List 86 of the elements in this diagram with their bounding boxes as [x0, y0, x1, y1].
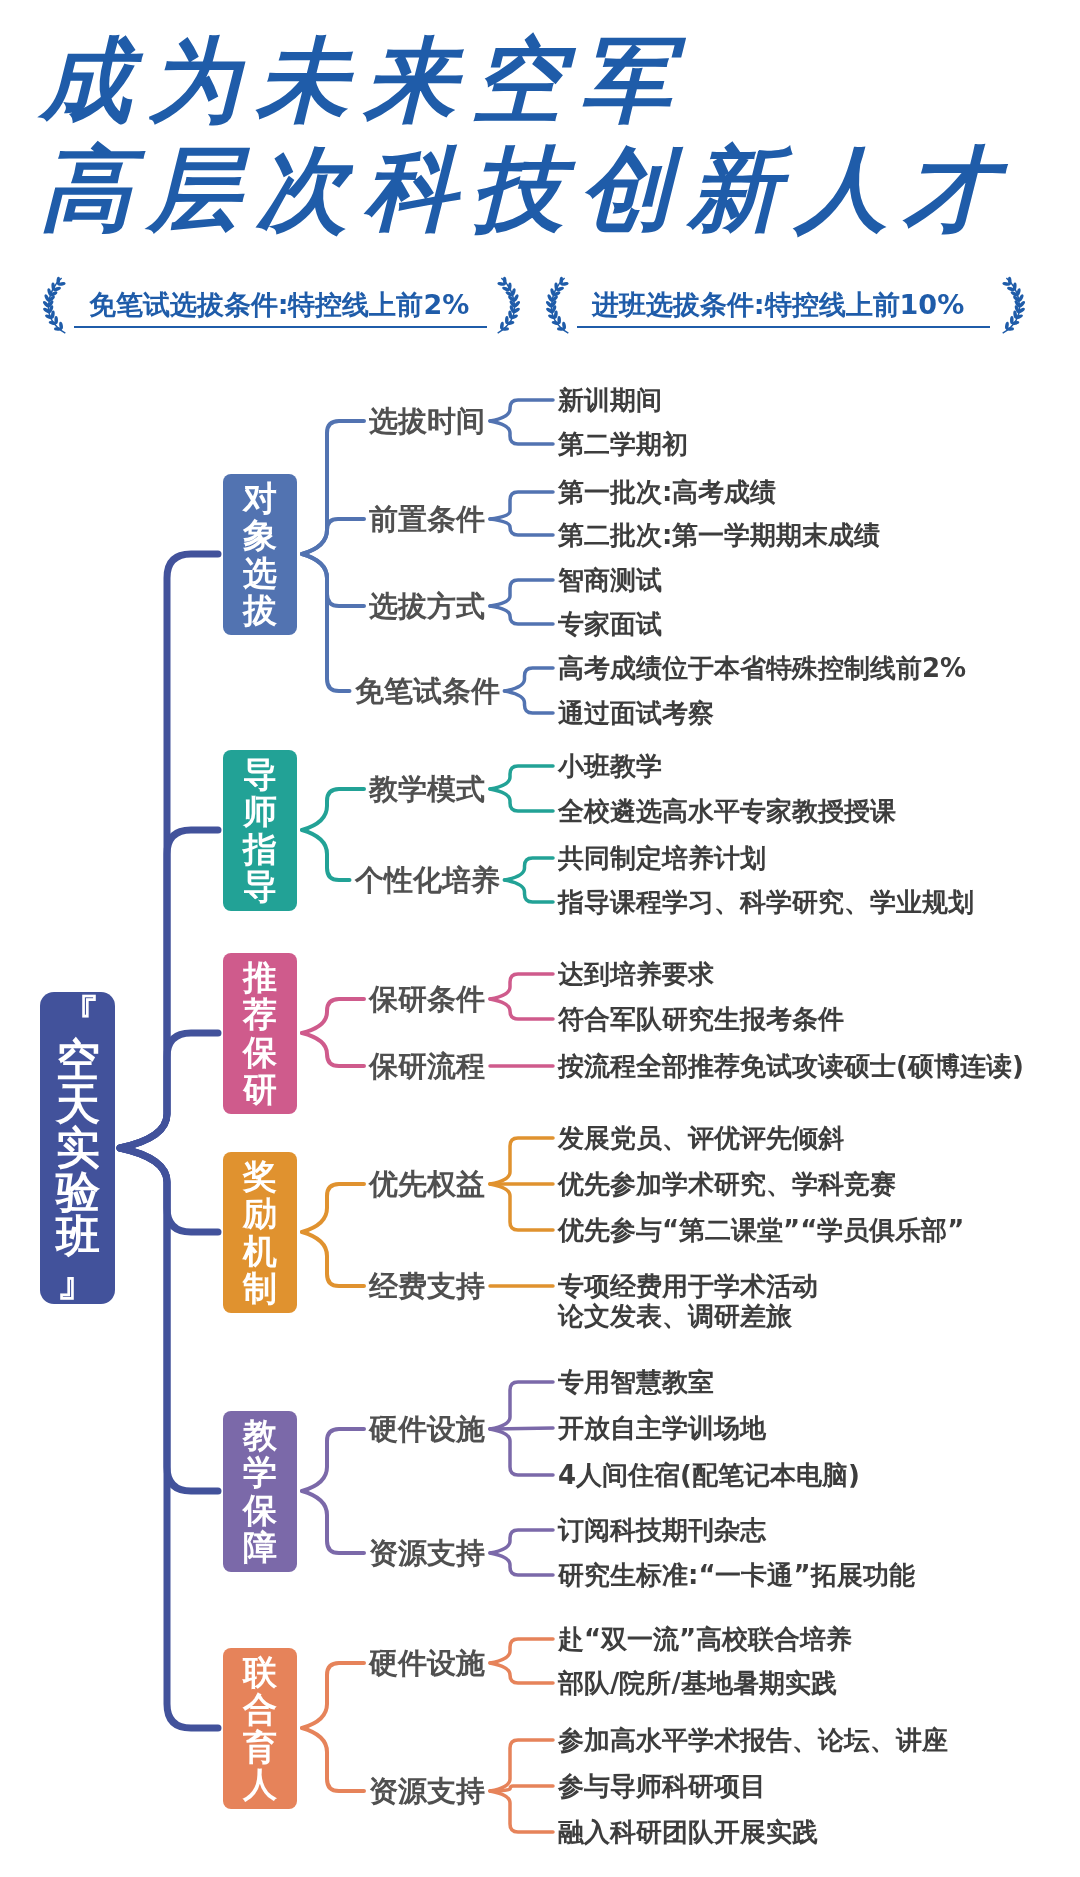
brace-line	[488, 972, 555, 1001]
detail-text: 参加高水平学术报告、论坛、讲座	[558, 1725, 948, 1755]
detail-text: 按流程全部推荐免试攻读硕士(硕博连读)	[558, 1051, 1024, 1081]
brace-line	[300, 1182, 366, 1234]
brace-line	[488, 1182, 555, 1232]
subtopic-label: 前置条件	[369, 501, 485, 537]
detail-text: 专项经费用于学术活动论文发表、调研差旅	[558, 1271, 830, 1331]
subtopic-label: 资源支持	[369, 1773, 485, 1809]
brace-line	[488, 419, 555, 446]
brace-line	[488, 1182, 555, 1186]
detail-text: 全校遴选高水平专家教授授课	[558, 796, 896, 826]
category-box: 联合育人	[223, 1648, 297, 1809]
detail-text: 开放自主学训场地	[558, 1413, 766, 1443]
criteria-text: 进班选拔条件:特控线上前10%	[591, 288, 965, 322]
brace-line	[116, 1144, 222, 1732]
brace-line	[488, 578, 555, 608]
criteria-text: 免笔试选拔条件:特控线上前2%	[88, 288, 470, 322]
brace-line	[488, 997, 555, 1021]
detail-text: 4人间住宿(配笔记本电脑)	[558, 1460, 860, 1490]
detail-text: 小班教学	[558, 751, 662, 781]
detail-text: 优先参加学术研究、学科竞赛	[558, 1169, 896, 1199]
detail-text: 第二学期初	[558, 429, 688, 459]
subtopic-label: 优先权益	[369, 1166, 485, 1202]
brace-line	[300, 997, 366, 1035]
brace-line	[300, 1230, 366, 1288]
brace-line	[300, 787, 366, 832]
brace-line	[488, 764, 555, 791]
category-box: 教学保障	[223, 1411, 297, 1572]
detail-text: 指导课程学习、科学研究、学业规划	[558, 887, 974, 917]
brace-line	[488, 1637, 555, 1665]
category-box: 对象选拔	[223, 474, 297, 635]
brace-line	[300, 1031, 366, 1068]
connector-line	[488, 1064, 555, 1068]
detail-text: 融入科研团队开展实践	[558, 1817, 818, 1847]
detail-text: 研究生标准:“一卡通”拓展功能	[558, 1560, 915, 1590]
detail-text: 新训期间	[558, 385, 662, 415]
subtopic-label: 保研条件	[369, 981, 485, 1017]
detail-text: 订阅科技期刊杂志	[558, 1515, 766, 1545]
brace-line	[488, 787, 555, 813]
brace-line	[300, 828, 352, 882]
brace-line	[300, 1489, 366, 1555]
detail-text: 第二批次:第一学期期末成绩	[558, 520, 881, 550]
detail-text: 智商测试	[558, 565, 662, 595]
brace-line	[488, 1551, 555, 1577]
brace-line	[116, 1029, 222, 1152]
subtopic-label: 硬件设施	[369, 1411, 485, 1447]
subtopic-label: 个性化培养	[354, 862, 500, 898]
subtopic-label: 硬件设施	[369, 1645, 485, 1681]
brace-line	[488, 604, 555, 626]
brace-line	[488, 1661, 555, 1685]
detail-text: 高考成绩位于本省特殊控制线前2%	[558, 653, 967, 683]
detail-text: 赴“双一流”高校联合培养	[558, 1624, 853, 1654]
brace-line	[488, 1426, 555, 1431]
subtopic-label: 经费支持	[369, 1268, 485, 1304]
detail-text: 达到培养要求	[558, 959, 714, 989]
brace-line	[300, 1427, 366, 1493]
subtopic-label: 保研流程	[369, 1048, 485, 1084]
subtopic-label: 教学模式	[369, 771, 485, 807]
brace-line	[300, 1726, 366, 1793]
detail-text: 优先参与“第二课堂”“学员俱乐部”	[558, 1215, 965, 1245]
detail-text: 部队/院所/基地暑期实践	[558, 1668, 837, 1698]
root-topic-box: 『空天实验班』	[40, 992, 115, 1304]
brace-line	[488, 1528, 555, 1555]
detail-text: 发展党员、评优评先倾斜	[558, 1123, 844, 1153]
brace-line	[488, 517, 555, 537]
detail-text: 通过面试考察	[558, 698, 714, 728]
subtopic-label: 选拔方式	[369, 588, 485, 624]
subtopic-label: 选拔时间	[369, 403, 485, 439]
subtopic-label: 资源支持	[369, 1535, 485, 1571]
detail-text: 符合军队研究生报考条件	[558, 1004, 844, 1034]
detail-text: 第一批次:高考成绩	[558, 477, 777, 507]
brace-line	[300, 1661, 366, 1730]
category-box: 推荐保研	[223, 953, 297, 1114]
brace-line	[488, 1789, 555, 1834]
detail-text: 共同制定培养计划	[558, 843, 766, 873]
category-box: 奖励机制	[223, 1152, 297, 1313]
brace-line	[488, 1427, 555, 1477]
brace-line	[300, 517, 366, 556]
detail-text: 专用智慧教室	[558, 1367, 714, 1397]
brace-line	[488, 398, 555, 423]
category-box: 导师指导	[223, 750, 297, 911]
subtopic-label: 免笔试条件	[354, 673, 500, 709]
brace-line	[488, 1784, 555, 1793]
detail-text: 专家面试	[558, 609, 662, 639]
detail-text: 参与导师科研项目	[558, 1771, 766, 1801]
connector-line	[488, 1284, 555, 1288]
